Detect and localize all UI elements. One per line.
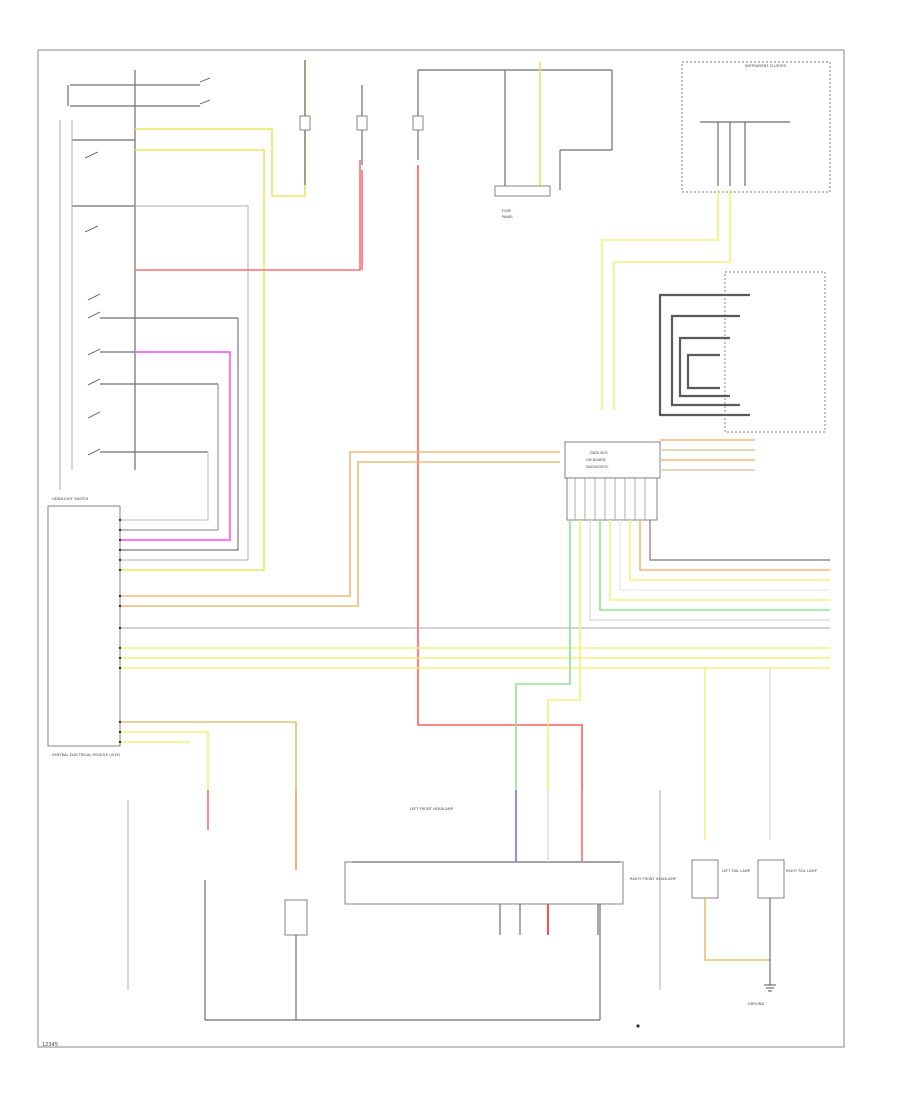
- right-harness: [120, 520, 830, 790]
- headlamp-assembly: LEFT FRONT HEADLAMP RIGHT FRONT HEADLAMP: [344, 790, 677, 935]
- headlight-switch-area: [59, 70, 238, 490]
- instrument-cluster-label: INSTRUMENT CLUSTER: [745, 64, 786, 68]
- switch-harness: [120, 60, 361, 571]
- left-headlamp-label: LEFT FRONT HEADLAMP: [410, 807, 454, 811]
- svg-text:PANEL: PANEL: [502, 215, 513, 219]
- central-electrical-module: HEADLIGHT SWITCH CENTRAL ELECTRICAL MODU…: [47, 497, 121, 757]
- ground-label: GROUND: [748, 1002, 764, 1006]
- svg-text:DIAGNOSTIC: DIAGNOSTIC: [586, 465, 609, 469]
- module-terminals: [118, 518, 122, 744]
- lower-left-harness: [120, 668, 771, 870]
- tail-lamps: LEFT TAIL LAMP RIGHT TAIL LAMP: [659, 790, 818, 990]
- right-tail-label: RIGHT TAIL LAMP: [786, 869, 818, 873]
- footer-code: 12345: [42, 1042, 58, 1048]
- left-lamp-component: [127, 800, 601, 1021]
- data-bus-wires: [120, 439, 755, 607]
- left-tail-label: LEFT TAIL LAMP: [722, 869, 751, 873]
- svg-text:ON BOARD: ON BOARD: [586, 458, 606, 462]
- module-label: CENTRAL ELECTRICAL MODULE (J519): [52, 753, 121, 757]
- right-headlamp-label: RIGHT FRONT HEADLAMP: [630, 877, 677, 881]
- svg-text:FUSE: FUSE: [502, 209, 512, 213]
- data-bus-connector: DATA BUS ON BOARD DIAGNOSTIC: [564, 441, 661, 521]
- instrument-cluster: INSTRUMENT CLUSTER: [601, 61, 831, 410]
- svg-text:DATA BUS: DATA BUS: [590, 451, 608, 455]
- ground-symbols: GROUND: [636, 984, 776, 1028]
- headlight-switch-label: HEADLIGHT SWITCH: [52, 497, 88, 501]
- fuse-panel: FUSE PANEL: [299, 60, 613, 790]
- diagram-frame: [37, 49, 845, 1048]
- onboard-supply-module: [658, 271, 826, 433]
